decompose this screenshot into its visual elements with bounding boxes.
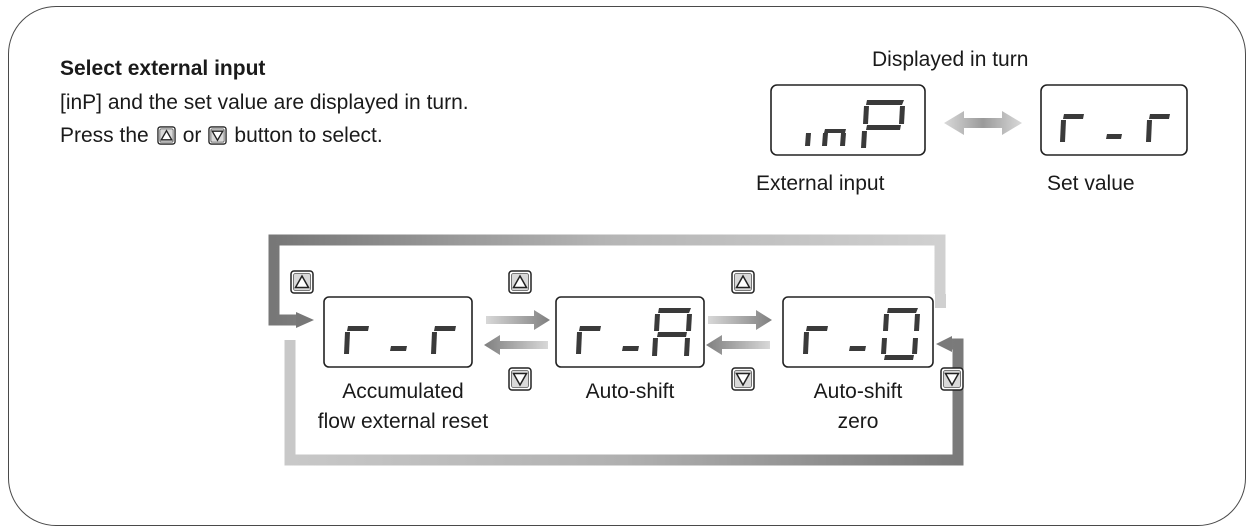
instruction-title: Select external input [60, 57, 266, 80]
down-button-icon [940, 367, 964, 391]
up-button-icon [731, 270, 755, 294]
label-accumulated-line2: flow external reset [317, 410, 489, 433]
arrow-right-2 [708, 310, 772, 330]
cycle-loop [268, 234, 964, 466]
up-triangle-button-icon [157, 126, 176, 145]
down-button-icon [508, 367, 532, 391]
arrow-left-1 [484, 335, 548, 355]
lcd-set-value [1040, 84, 1188, 156]
down-button-icon [731, 367, 755, 391]
arrow-right-1 [486, 310, 550, 330]
double-arrow-icon [944, 111, 1022, 135]
arrow-left-2 [706, 335, 770, 355]
label-auto-shift-zero-line1: Auto-shift [813, 380, 903, 403]
instruction-line2: Press the or button to select. [60, 124, 383, 148]
instruction-line2-or: or [182, 124, 202, 147]
label-external-input: External input [756, 172, 885, 195]
label-auto-shift: Auto-shift [585, 380, 675, 403]
up-button-icon [508, 270, 532, 294]
label-accumulated-line1: Accumulated [342, 380, 464, 403]
lcd-cycle-ra [555, 296, 705, 368]
label-auto-shift-zero-line2: zero [837, 410, 879, 433]
instruction-line2-after: button to select. [234, 124, 383, 147]
lcd-external-input [770, 84, 926, 156]
up-button-icon [290, 270, 314, 294]
instruction-line1: [inP] and the set value are displayed in… [60, 91, 469, 114]
down-triangle-button-icon [208, 126, 228, 145]
lcd-cycle-rr [323, 296, 473, 368]
label-set-value: Set value [1047, 172, 1135, 195]
instruction-line2-before: Press the [60, 124, 149, 147]
toggle-header: Displayed in turn [872, 48, 1029, 71]
lcd-cycle-r0 [782, 296, 934, 368]
